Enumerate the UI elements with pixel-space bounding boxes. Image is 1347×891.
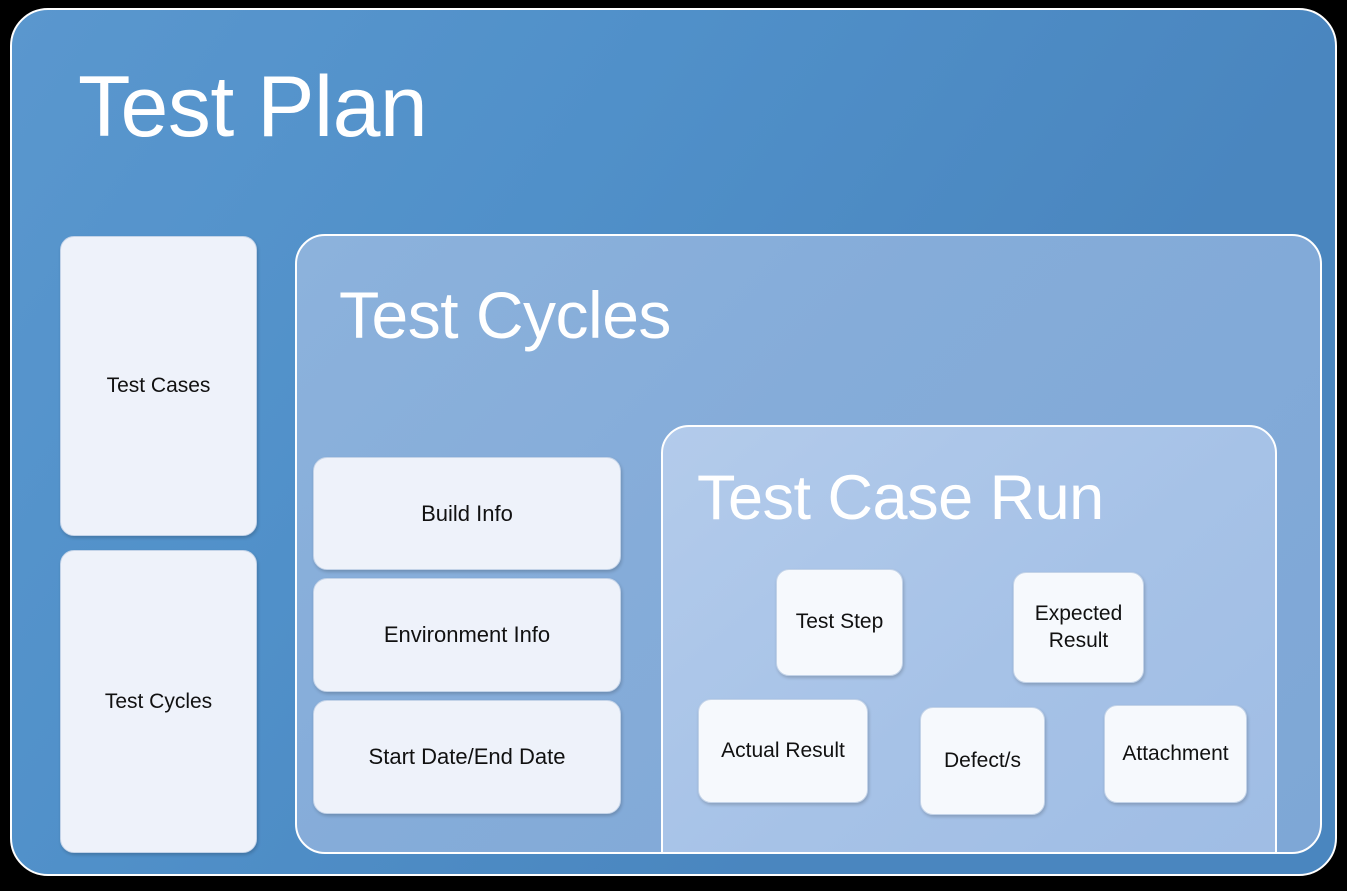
card-actual-result-label: Actual Result [721,738,845,762]
card-build-info[interactable]: Build Info [313,457,621,570]
card-test-cases-label: Test Cases [106,374,211,397]
card-defects[interactable]: Defect/s [920,707,1045,815]
test-case-run-container: Test Case Run Test Step Expected Result … [661,425,1277,852]
card-actual-result[interactable]: Actual Result [698,699,868,803]
test-case-run-heading: Test Case Run [697,463,1104,533]
card-start-date-end-date[interactable]: Start Date/End Date [313,700,621,814]
test-plan-heading: Test Plan [78,59,428,155]
card-test-cycles-label: Test Cycles [104,689,213,713]
card-test-cycles[interactable]: Test Cycles [60,550,257,853]
card-expected-result[interactable]: Expected Result [1013,572,1144,683]
card-environment-info-label: Environment Info [383,622,551,647]
card-test-step[interactable]: Test Step [776,569,903,676]
card-environment-info[interactable]: Environment Info [313,578,621,692]
card-build-info-label: Build Info [421,500,513,526]
card-test-step-label: Test Step [795,610,884,634]
card-expected-result-label: Expected Result [1034,602,1123,652]
test-cycles-heading: Test Cycles [339,278,671,352]
card-start-date-end-date-label: Start Date/End Date [368,744,566,769]
card-defects-label: Defect/s [943,748,1022,772]
test-cycles-container: Test Cycles Build Info Environment Info … [295,234,1322,854]
card-attachment-label: Attachment [1122,741,1229,765]
card-test-cases[interactable]: Test Cases [60,236,257,536]
test-plan-container: Test Plan Test Cases Test Cycles Test Cy… [10,8,1337,876]
card-attachment[interactable]: Attachment [1104,705,1247,803]
